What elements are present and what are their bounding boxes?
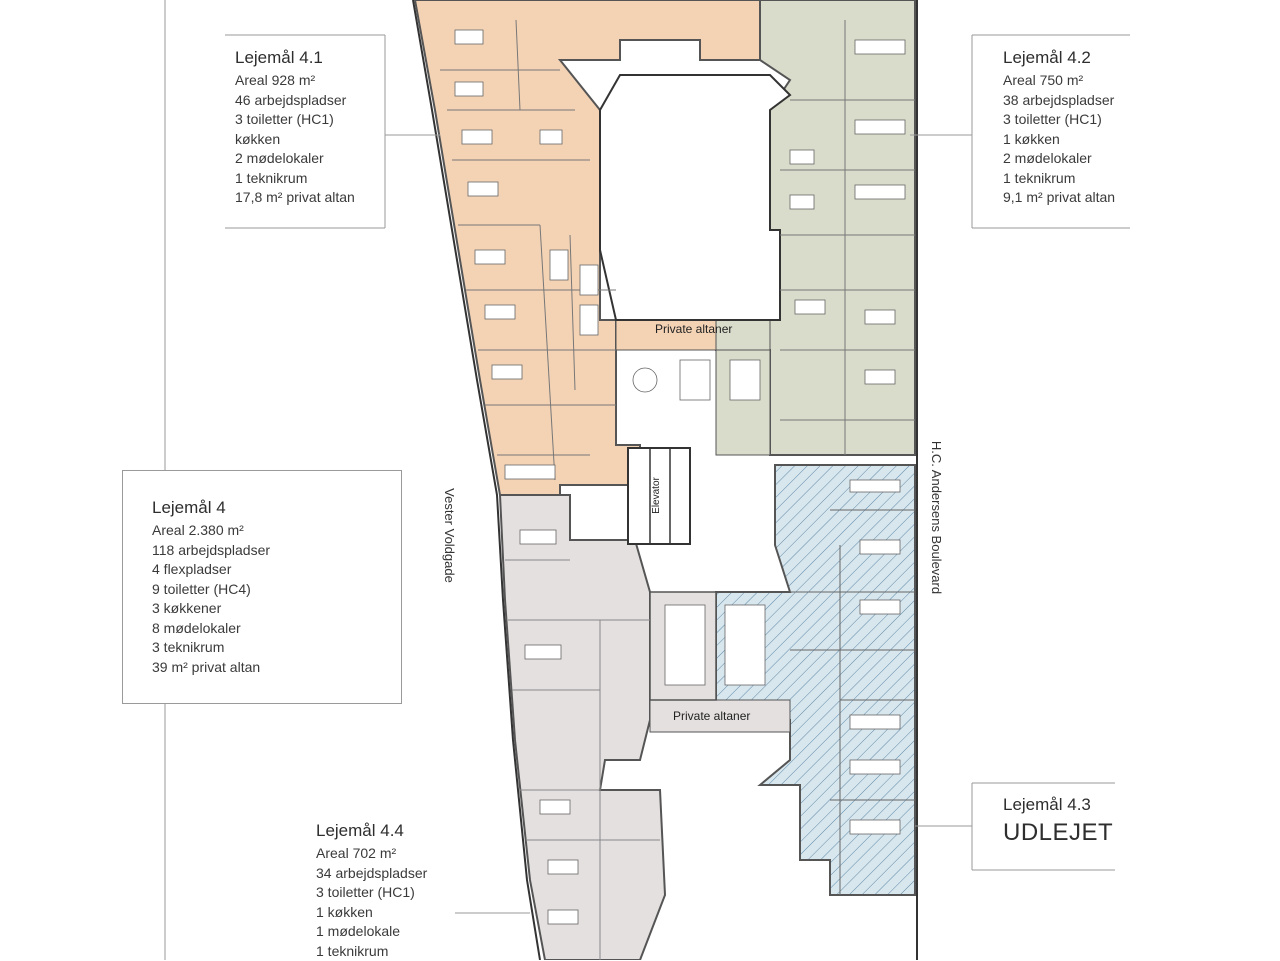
label-unit-4-2: Lejemål 4.2 Areal 750 m² 38 arbejdsplads… — [1003, 48, 1115, 208]
label-line: 3 toiletter (HC1) — [1003, 110, 1115, 130]
label-line: 3 teknikrum — [152, 638, 270, 658]
label-line: 1 teknikrum — [235, 169, 355, 189]
label-unit-4-1: Lejemål 4.1 Areal 928 m² 46 arbejdsplads… — [235, 48, 355, 208]
label-line: 46 arbejdspladser — [235, 91, 355, 111]
balcony-label-upper: Private altaner — [655, 322, 732, 336]
label-line: Areal 702 m² — [316, 844, 427, 864]
label-unit-4-2-title: Lejemål 4.2 — [1003, 48, 1115, 68]
label-line: 1 køkken — [1003, 130, 1115, 150]
label-line: Areal 2.380 m² — [152, 521, 270, 541]
label-line: 3 toiletter (HC1) — [316, 883, 427, 903]
label-unit-4-4: Lejemål 4.4 Areal 702 m² 34 arbejdsplads… — [316, 821, 427, 961]
courtyard — [600, 75, 790, 320]
label-line: 4 flexpladser — [152, 560, 270, 580]
label-line: 1 teknikrum — [1003, 169, 1115, 189]
label-line: 17,8 m² privat altan — [235, 188, 355, 208]
label-line: 3 toiletter (HC1) — [235, 110, 355, 130]
street-hc-andersens-boulevard: H.C. Andersens Boulevard — [929, 441, 944, 594]
label-line: 9,1 m² privat altan — [1003, 188, 1115, 208]
label-line: 38 arbejdspladser — [1003, 91, 1115, 111]
label-line: 34 arbejdspladser — [316, 864, 427, 884]
label-unit-4-3: Lejemål 4.3 UDLEJET — [1003, 795, 1113, 847]
elevator-label: Elevator — [651, 477, 662, 514]
label-line: 2 mødelokaler — [235, 149, 355, 169]
label-unit-4-3-status: UDLEJET — [1003, 819, 1113, 847]
label-line: 1 køkken — [316, 903, 427, 923]
label-unit-4-4-title: Lejemål 4.4 — [316, 821, 427, 841]
label-unit-4-title: Lejemål 4 — [152, 498, 270, 518]
label-line: køkken — [235, 130, 355, 150]
label-unit-4: Lejemål 4 Areal 2.380 m² 118 arbejdsplad… — [152, 498, 270, 677]
label-line: Areal 928 m² — [235, 71, 355, 91]
label-line: 1 teknikrum — [316, 942, 427, 961]
street-vester-voldgade: Vester Voldgade — [442, 488, 457, 583]
label-unit-4-3-title: Lejemål 4.3 — [1003, 795, 1113, 815]
label-line: 9 toiletter (HC4) — [152, 580, 270, 600]
label-line: 8 mødelokaler — [152, 619, 270, 639]
label-unit-4-1-title: Lejemål 4.1 — [235, 48, 355, 68]
label-line: Areal 750 m² — [1003, 71, 1115, 91]
label-line: 2 mødelokaler — [1003, 149, 1115, 169]
label-line: 3 køkkener — [152, 599, 270, 619]
label-line: 1 mødelokale — [316, 922, 427, 942]
label-line: 118 arbejdspladser — [152, 541, 270, 561]
label-line: 39 m² privat altan — [152, 658, 270, 678]
unit-4-4-area[interactable] — [500, 495, 665, 960]
balcony-label-lower: Private altaner — [673, 709, 750, 723]
